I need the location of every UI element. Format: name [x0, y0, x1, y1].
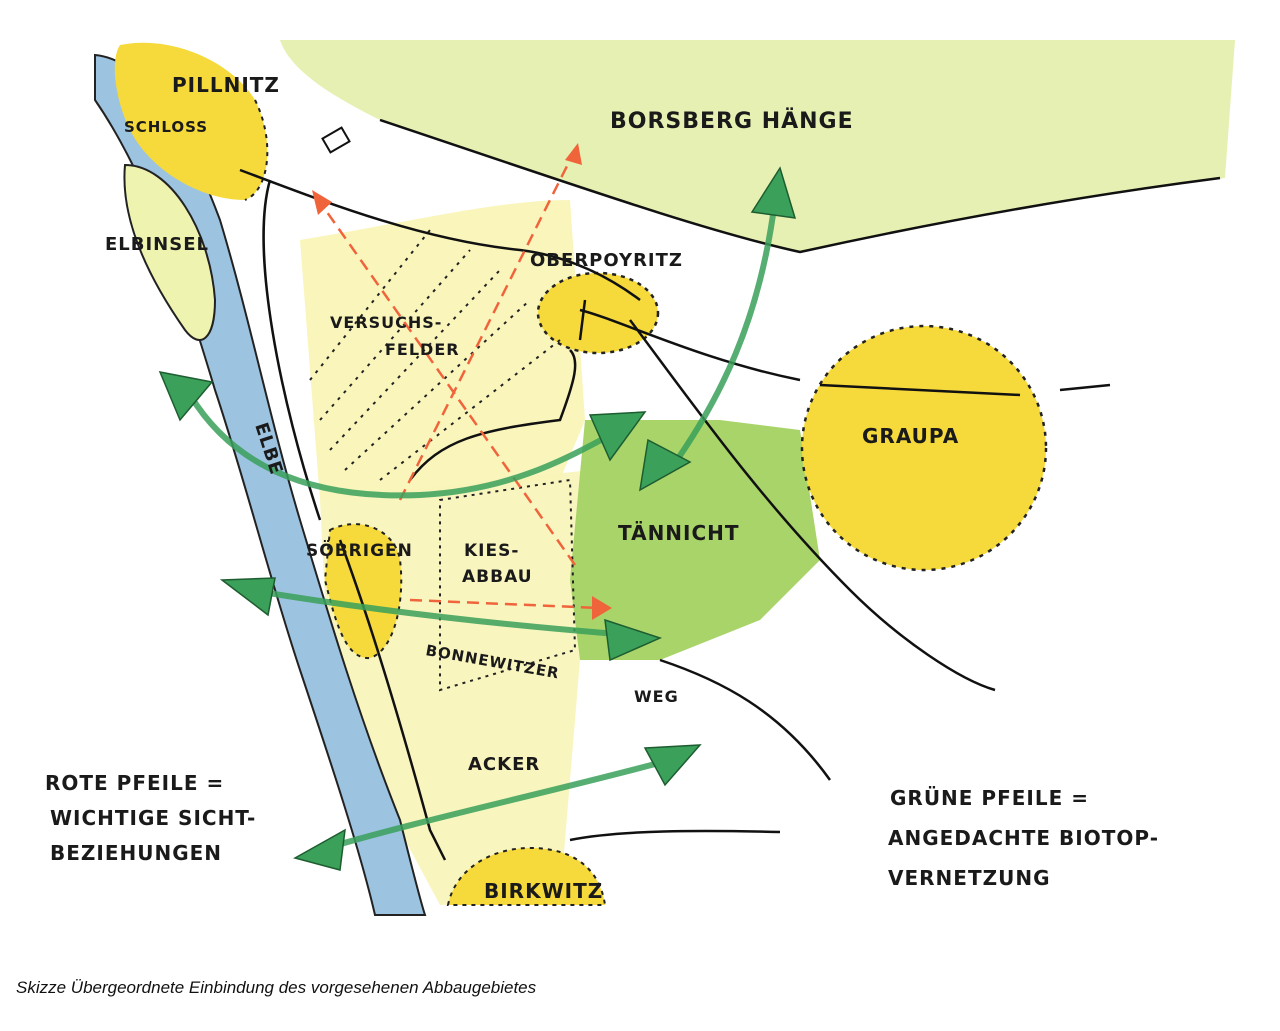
red-sightline-arrows: [313, 149, 601, 610]
soebrigen-settlement: [323, 523, 403, 660]
label-schloss: SCHLOSS: [124, 118, 208, 136]
versuchsfelder-hatching: [309, 229, 561, 481]
label-taennicht: TÄNNICHT: [618, 521, 740, 545]
roads: [239, 168, 1111, 861]
pillnitz-settlement: [114, 42, 268, 201]
kiesabbau-area: [439, 478, 577, 692]
legend-green-line-2: ANGEDACHTE BIOTOP-: [888, 826, 1159, 850]
label-elbinsel: ELBINSEL: [105, 234, 209, 255]
green-biotope-arrows: [187, 199, 778, 853]
label-versuchsfelder-1: VERSUCHS-: [330, 313, 442, 332]
label-graupa: GRAUPA: [862, 424, 959, 448]
taennicht-forest: [570, 420, 820, 660]
legend-green-line-1: GRÜNE PFEILE =: [890, 786, 1089, 810]
legend-red-line-3: BEZIEHUNGEN: [50, 841, 222, 865]
label-borsberg: BORSBERG HÄNGE: [610, 108, 854, 134]
label-weg: WEG: [634, 687, 679, 706]
label-soebrigen: SÖBRIGEN: [306, 539, 413, 561]
graupa-settlement: [800, 324, 1048, 572]
label-acker: ACKER: [468, 754, 540, 775]
legend-red-line-1: ROTE PFEILE =: [45, 771, 224, 795]
label-versuchsfelder-2: FELDER: [385, 340, 460, 359]
label-oberpoyritz: OBERPOYRITZ: [530, 250, 683, 271]
label-kiesabbau-1: KIES-: [464, 541, 519, 561]
elbinsel-island: [123, 163, 217, 341]
legend-red-line-2: WICHTIGE SICHT-: [50, 806, 256, 830]
red-arrowheads: [312, 143, 612, 620]
green-arrowheads: [158, 166, 797, 871]
borsberg-hills: [280, 40, 1235, 252]
birkwitz-settlement: [446, 846, 607, 906]
oberpoyritz-settlement: [536, 271, 660, 355]
label-kiesabbau-2: ABBAU: [462, 567, 533, 587]
figure-caption: Skizze Übergeordnete Einbindung des vorg…: [16, 978, 537, 997]
palace-icon: [321, 126, 351, 154]
label-birkwitz: BIRKWITZ: [484, 879, 603, 903]
hills-edge-line: [379, 118, 1221, 254]
legend-green-line-3: VERNETZUNG: [888, 866, 1050, 890]
label-pillnitz: PILLNITZ: [172, 73, 280, 97]
